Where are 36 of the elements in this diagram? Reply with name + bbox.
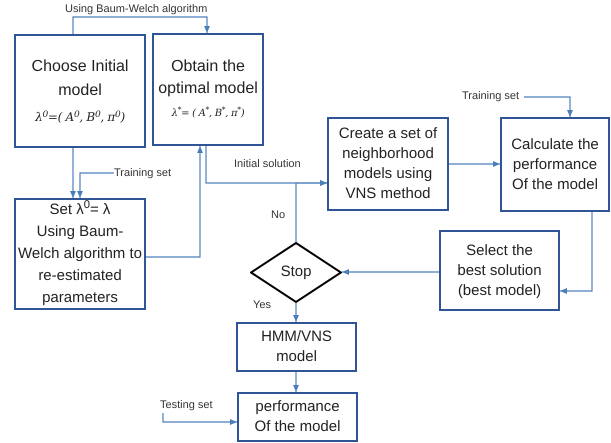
arrow xyxy=(342,269,439,275)
arrow xyxy=(560,212,593,294)
edge-label: Using Baum-Welch algorithm xyxy=(64,2,208,16)
box-text: Create a set of neighborhood models using VNS method xyxy=(338,124,438,204)
process-box xyxy=(14,34,146,148)
process-box xyxy=(152,33,264,146)
input-label: Training set xyxy=(114,166,178,181)
arrow xyxy=(295,180,327,242)
input-label: Testing set xyxy=(160,398,224,413)
process-box xyxy=(327,117,449,211)
box-text: HMM/VNS model xyxy=(260,327,333,367)
process-box xyxy=(236,322,357,372)
box-text: Select the best solution (best model) xyxy=(456,240,543,300)
box-text: performance Of the model xyxy=(254,397,342,437)
box-heading: Set λ$^{0}$= λ xyxy=(50,199,110,220)
arrow xyxy=(449,161,500,167)
arrow xyxy=(162,413,237,425)
process-box xyxy=(14,198,146,310)
arrow xyxy=(77,172,114,198)
box-text: Calculate the performance Of the model xyxy=(510,134,600,194)
arrow xyxy=(293,372,299,392)
input-label: Training set xyxy=(462,89,524,104)
process-box xyxy=(237,392,358,442)
arrow xyxy=(293,303,299,322)
box-text: Using Baum-Welch algorithm to re-estimated parameters xyxy=(18,222,142,308)
arrow xyxy=(524,96,573,117)
box-heading: Obtain the optimal model xyxy=(157,56,259,98)
process-box xyxy=(500,117,610,212)
box-heading: Choose Initial model xyxy=(30,57,130,101)
arrow xyxy=(70,148,76,198)
arrow xyxy=(72,16,210,34)
box-text: λ$^{*}$= ( A$^{*}$, B$^{*}$, π$^{*}$) xyxy=(172,104,244,120)
box-text: λ$^{0}$=( A$^{0}$, B$^{0}$, π$^{0}$) xyxy=(35,108,125,126)
decision-text: Stop xyxy=(280,262,312,282)
arrow xyxy=(146,146,203,258)
process-box xyxy=(439,230,560,311)
